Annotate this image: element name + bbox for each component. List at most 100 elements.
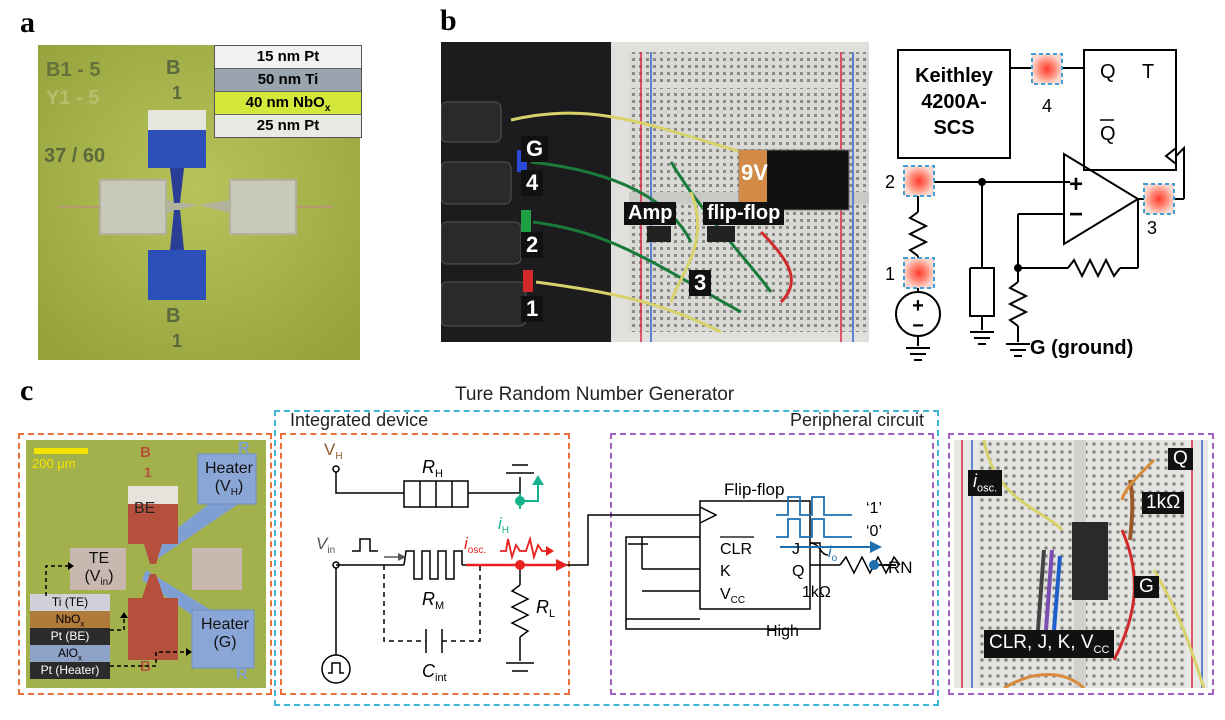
probe-node-4 [1031,53,1063,85]
label-iosc: iosc. [464,534,486,556]
photo-label-1: 1 [521,296,544,322]
photo-label-2: 2 [521,232,544,258]
device-layer-legend: Ti (TE) NbOx Pt (BE) AlOx Pt (Heater) [30,594,110,679]
breadboard-setup-photo: G 4 2 1 3 Amp flip-flop 9V [441,42,869,342]
label-rh: RH [422,457,443,480]
label-k: K [720,563,731,580]
probe-node-3 [1143,183,1175,215]
probe-node-2 [903,165,935,197]
label-rm: RM [422,589,444,612]
chip-label-b-top: B [166,57,181,79]
node-label-1: 1 [885,264,895,284]
chip-label-b1-5: B1 - 5 [46,59,101,81]
label-rl: RL [536,597,555,620]
label-out-1: ‘1’ [866,500,882,517]
label-rn: RN [888,558,913,577]
stack-layer-pt-top: 15 nm Pt [215,46,361,69]
micro-label-r-top: R [238,440,250,457]
device-box [18,433,272,695]
chip-label-1-bottom: 1 [172,331,183,351]
svg-text:+: + [912,295,924,317]
amp-minus: − [1069,201,1083,228]
label-vin: Vin [316,534,335,556]
panel-label-b: b [440,4,457,37]
label-ih: iH [498,514,509,536]
panel-label-a: a [20,6,35,39]
photo-label-4: 4 [521,170,544,196]
node-label-3: 3 [1147,218,1157,238]
breadboard-box [948,433,1214,695]
stack-layer-nbox: 40 nm NbOx [215,92,361,115]
scale-bar [34,448,88,454]
bb-label-iosc: iosc. [968,470,1003,496]
layer-alox: AlOx [30,645,110,662]
ff-label-qbar: Q [1100,123,1116,145]
label-q: Q [792,563,804,580]
photo-label-3: 3 [689,270,712,296]
peripheral-circuit-box [610,433,934,695]
chip-label-y1-5: Y1 - 5 [46,87,100,109]
photo-label-9v: 9V [741,160,768,185]
trng-box [274,410,939,706]
amp-plus: + [1069,171,1083,198]
peripheral-circuit-title: Peripheral circuit [790,410,925,430]
label-cint: Cint [422,661,447,684]
trng-title: Ture Random Number Generator [455,384,735,405]
breadboard-photo: iosc. Q 1kΩ G CLR, J, K, VCC [954,440,1208,688]
label-vcc: VCC [720,586,745,606]
ff-label-q: Q [1100,61,1116,83]
probe-node-1 [903,257,935,289]
keithley-label-2: 4200A- [921,91,987,113]
bb-label-g: G [1134,576,1159,598]
schematic-flipflop-box [1083,49,1177,171]
chip-label-b-bottom: B [166,305,181,327]
integrated-device-title: Integrated device [290,410,429,430]
heater-vh-label: Heater(VH) [204,460,254,499]
te-label: TE(Vin) [84,550,114,589]
photo-drawing [441,42,869,342]
layer-ti-te: Ti (TE) [30,594,110,611]
micro-label-r-bottom: R [236,666,248,683]
layer-pt-be: Pt (BE) [30,628,110,645]
ground-label: G (ground) [1030,337,1133,359]
label-vh: VH [324,440,343,462]
keithley-box [897,49,1011,159]
integrated-device-box [280,433,570,695]
label-io: io [828,544,838,564]
heater-g-label: Heater(G) [200,616,250,651]
scale-label: 200 μm [32,456,76,471]
panel-label-c: c [20,374,34,407]
chip-label-1-top: 1 [172,83,183,103]
label-resistor-1k: 1kΩ [802,584,831,601]
node-label-4: 4 [1042,96,1052,116]
label-flipflop: Flip-flop [724,480,784,499]
node-label-2: 2 [885,172,895,192]
stack-layer-ti: 50 nm Ti [215,69,361,92]
label-j: J [792,541,800,558]
photo-label-amp: Amp [624,202,677,225]
micro-label-1-top: 1 [144,464,152,480]
photo-label-g: G [521,136,549,162]
bb-label-q: Q [1168,448,1193,470]
label-out-0: ‘0’ [866,523,882,540]
ff-label-t: T [1142,61,1154,83]
layer-pointer-arrows [45,562,192,667]
trng-circuit-schematic: VH RH iH Vin RM iosc. RL Cint Flip-flop … [316,440,913,684]
stack-layer-pt-bottom: 25 nm Pt [215,115,361,137]
layer-stack-legend: 15 nm Pt 50 nm Ti 40 nm NbOx 25 nm Pt [214,45,362,138]
bb-label-clr-jk-vcc: CLR, J, K, VCC [984,630,1115,658]
chip-label-ratio: 37 / 60 [44,145,106,167]
photo-label-flipflop: flip-flop [703,202,785,225]
be-label: BE [134,500,156,517]
micro-label-b-top: B [140,444,151,461]
integrated-device-micrograph: 200 μm B 1 BE R Heater(VH) TE(Vin) Heate… [26,440,266,688]
label-high: High [766,623,799,640]
keithley-label-3: SCS [933,117,974,139]
svg-text:−: − [912,315,924,337]
trng-test-schematic: + − Keithley 4200A- SCS 4 2 1 3 Q T Q + … [885,49,1185,361]
keithley-label-1: Keithley [915,65,994,87]
bb-label-1k: 1kΩ [1142,492,1185,514]
layer-pt-heater: Pt (Heater) [30,662,110,679]
label-clr: CLR [720,541,752,558]
layer-nbox: NbOx [30,611,110,628]
